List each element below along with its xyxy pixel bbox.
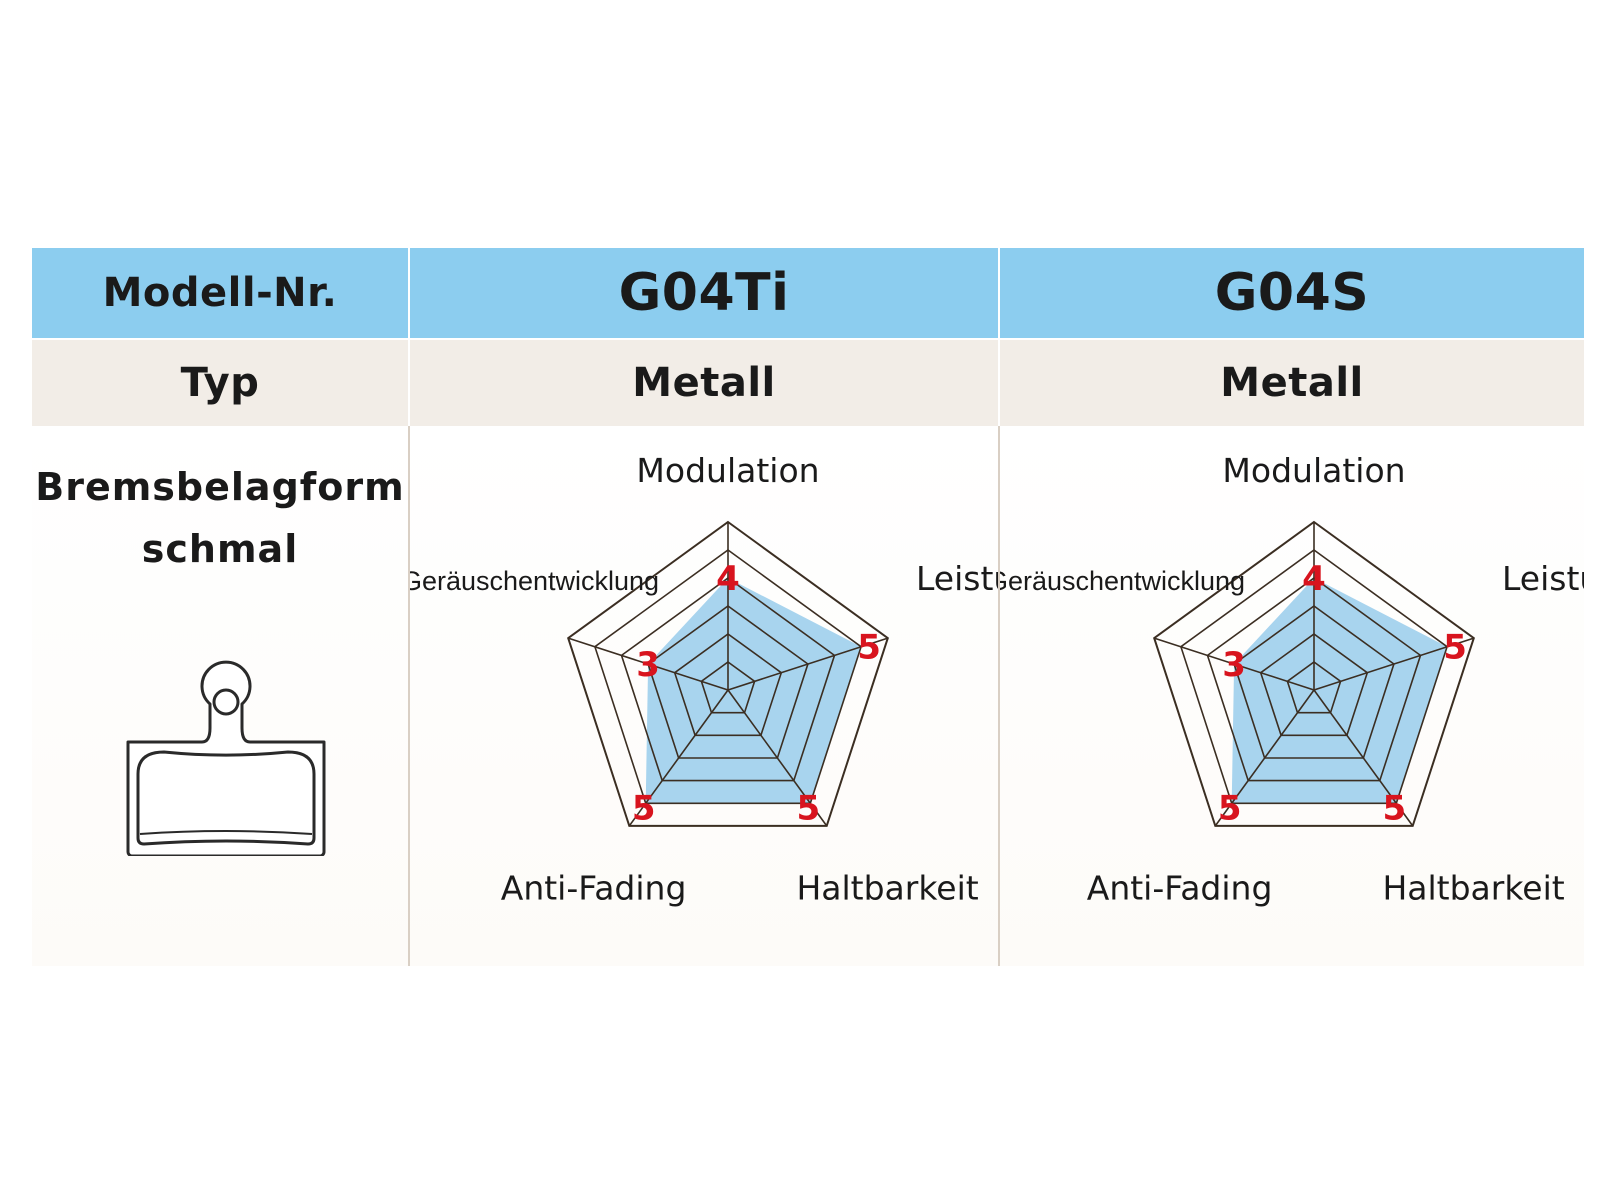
score-label: 5 [1443,628,1467,668]
model-number-label: Modell-Nr. [102,270,338,316]
type-label: Typ [180,360,260,406]
type-row: Typ Metall Metall [32,340,1584,426]
data-area [645,578,862,804]
axis-label: Modulation [1222,451,1405,490]
score-label: 5 [796,788,820,828]
comparison-table: Modell-Nr. G04Ti G04S Typ Metall Metall … [32,248,1584,966]
header-row: Modell-Nr. G04Ti G04S [32,248,1584,338]
type-cell-1: Metall [410,340,998,426]
axis-label: Haltbarkeit [796,869,978,908]
grid-spoke [727,637,889,691]
model-name-2: G04S [1214,263,1370,323]
grid-ring [1179,549,1449,805]
brake-pad-icon [126,660,326,856]
axis-label: Anti-Fading [1087,869,1273,908]
score-label: 5 [632,788,656,828]
grid-ring [1233,605,1395,759]
grid-ring [620,577,836,782]
axis-label: Modulation [636,451,819,490]
divider-2 [998,426,1000,966]
shape-label-line1: Bremsbelagform [35,465,405,509]
score-label: 3 [1222,645,1246,685]
grid-ring [1286,661,1342,714]
shape-label: Bremsbelagform schmal [32,456,408,580]
grid-ring [700,661,756,714]
score-label: 5 [1218,788,1242,828]
score-label: 5 [1382,788,1406,828]
divider-top-1 [408,248,410,426]
header-label-cell: Modell-Nr. [32,248,408,338]
grid-ring [1206,577,1422,782]
axis-label: Anti-Fading [501,869,687,908]
type-label-cell: Typ [32,340,408,426]
score-label: 3 [636,645,660,685]
shape-row: Bremsbelagform schmal ModulationLeistung… [32,426,1584,966]
grid-spoke [628,689,729,827]
divider-top-2 [998,248,1000,426]
grid-ring [593,549,863,805]
score-label: 4 [1302,559,1326,599]
type-value-2: Metall [1220,360,1364,406]
score-label: 4 [716,559,740,599]
grid-spoke [1214,689,1315,827]
grid-ring [1153,520,1475,827]
grid-ring [673,633,783,737]
type-value-1: Metall [632,360,776,406]
model-cell-1: G04Ti [410,248,998,338]
model-name-1: G04Ti [618,263,790,323]
grid-spoke [567,637,729,691]
axis-label: Leistung [1502,559,1584,598]
shape-label-line2: schmal [141,527,299,571]
grid-spoke [1313,637,1475,691]
divider-1 [408,426,410,966]
grid-ring [1259,633,1369,737]
score-label: 5 [857,628,881,668]
grid-ring [647,605,809,759]
grid-spoke [727,689,828,827]
grid-ring [567,520,889,827]
grid-spoke [1153,637,1315,691]
axis-label: Geräuschentwicklung [410,566,659,596]
axis-label: Haltbarkeit [1382,869,1564,908]
model-cell-2: G04S [1000,248,1584,338]
axis-label: Geräuschentwicklung [1000,566,1245,596]
axis-label: Leistung [916,559,998,598]
type-cell-2: Metall [1000,340,1584,426]
radar-chart-g04s: ModulationLeistungHaltbarkeit Anti-Fading… [1000,451,1584,908]
data-area [1231,578,1448,804]
radar-chart-g04ti: ModulationLeistungHaltbarkeit Anti-Fading… [410,451,998,908]
grid-spoke [1313,689,1414,827]
